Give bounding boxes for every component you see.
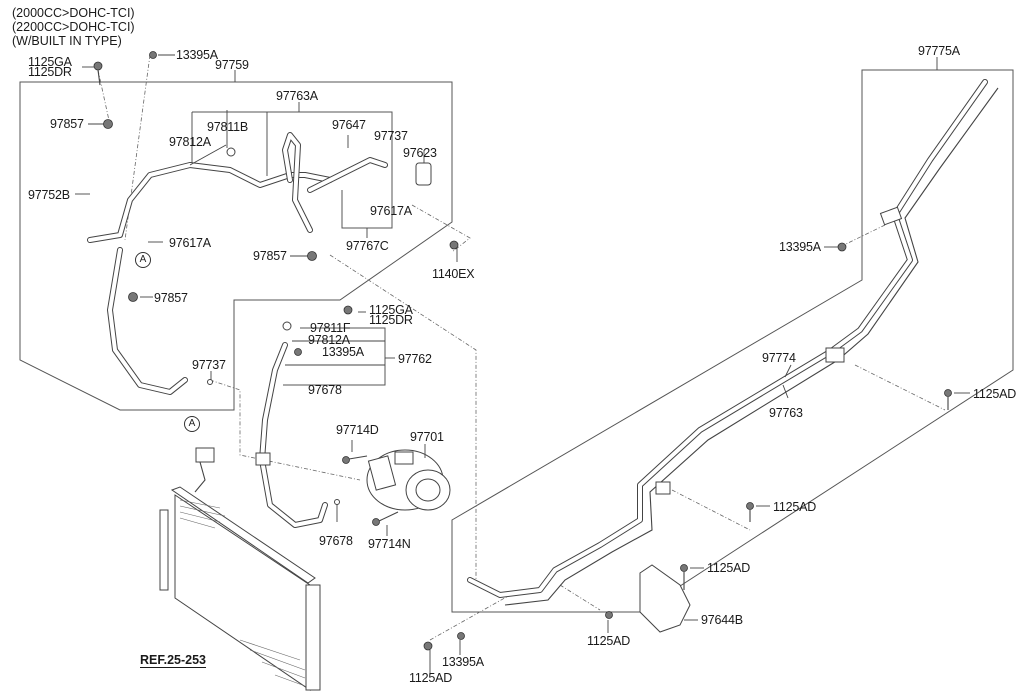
part-label[interactable]: 97737 (374, 129, 408, 143)
part-label[interactable]: 97714N (368, 537, 411, 551)
part-label[interactable]: 13395A (779, 240, 821, 254)
part-label[interactable]: 97812A (308, 333, 350, 347)
part-label[interactable]: 97737 (192, 358, 226, 372)
part-label[interactable]: 1125DR (28, 65, 72, 79)
hose-vertical-inner (283, 133, 312, 232)
pipe-long-outer (467, 79, 988, 598)
guide-9 (559, 584, 601, 611)
part-label[interactable]: 97644B (701, 613, 743, 627)
part-label[interactable]: 97752B (28, 188, 70, 202)
reference-link[interactable]: REF.25-253 (140, 653, 207, 667)
part-label[interactable]: 97763A (276, 89, 318, 103)
part-label[interactable]: 97623 (403, 146, 437, 160)
engine-note-1: (2000CC>DOHC-TCI) (12, 6, 135, 20)
part-label[interactable]: 97701 (410, 430, 444, 444)
hose-right-inner (308, 158, 387, 192)
part-label[interactable]: 1125DR (369, 313, 413, 327)
leader-lines (75, 54, 970, 675)
hose-down-inner (108, 248, 187, 394)
pipe-long-second (504, 87, 999, 606)
part-label[interactable]: 1125GA (369, 303, 413, 317)
guide-3 (329, 254, 477, 580)
pipe-bracket-upper (879, 206, 903, 226)
callout-a-upper: A (135, 252, 151, 268)
pipe-bracket-low (655, 481, 671, 495)
part-label[interactable]: 1125AD (773, 500, 817, 514)
part-label[interactable]: 97763 (769, 406, 803, 420)
part-label[interactable]: 97714D (336, 423, 379, 437)
frame-97762 (283, 327, 386, 386)
pipe-bracket-mid (825, 347, 845, 363)
part-label[interactable]: 97762 (398, 352, 432, 366)
frame-97763a (192, 111, 393, 178)
part-label[interactable]: 97857 (253, 249, 287, 263)
part-label[interactable]: 97812A (169, 135, 211, 149)
part-label[interactable]: 97759 (215, 58, 249, 72)
condenser (159, 447, 321, 691)
part-label[interactable]: 97857 (154, 291, 188, 305)
part-label[interactable]: 97775A (918, 44, 960, 58)
part-label[interactable]: 97617A (370, 204, 412, 218)
fasteners (93, 51, 952, 651)
part-label[interactable]: 1125AD (707, 561, 751, 575)
part-label[interactable]: 97767C (346, 239, 389, 253)
callout-a-lower: A (184, 416, 200, 432)
hose-clamp (255, 452, 271, 466)
guide-4 (411, 204, 471, 253)
engine-note-3: (W/BUILT IN TYPE) (12, 34, 122, 48)
hose-down-outer (107, 247, 188, 395)
guide-6 (845, 224, 886, 245)
part-label[interactable]: 1125AD (587, 634, 631, 648)
engine-note-2: (2200CC>DOHC-TCI) (12, 20, 135, 34)
part-label[interactable]: 1125AD (409, 671, 453, 685)
part-label[interactable]: 97678 (308, 383, 342, 397)
guide-5 (209, 379, 361, 481)
part-label[interactable]: 97857 (50, 117, 84, 131)
part-label[interactable]: 13395A (442, 655, 484, 669)
part-label[interactable]: 97647 (332, 118, 366, 132)
guide-2 (97, 69, 111, 126)
heat-shield-97644b (639, 564, 691, 633)
receiver-97623 (415, 162, 432, 186)
compressor-97701 (366, 449, 451, 511)
frame-97767c (341, 178, 393, 229)
hose-mid-inner (260, 343, 327, 527)
part-label[interactable]: 1140EX (432, 267, 475, 281)
guide-8 (671, 489, 751, 531)
part-label[interactable]: 1125GA (28, 55, 72, 69)
part-label[interactable]: 13395A (176, 48, 218, 62)
part-label[interactable]: 97774 (762, 351, 796, 365)
part-label[interactable]: 97811F (310, 321, 351, 335)
frame-97759 (19, 81, 453, 411)
hose-mid-outer (259, 342, 328, 528)
pipe-long-inner (468, 80, 987, 597)
part-label[interactable]: 97811B (207, 120, 248, 134)
frame-97775a (451, 69, 1014, 613)
part-label[interactable]: 13395A (322, 345, 364, 359)
guide-10 (429, 594, 511, 641)
part-label[interactable]: 97678 (319, 534, 353, 548)
part-label[interactable]: 97617A (169, 236, 211, 250)
guide-7 (854, 364, 946, 411)
part-label[interactable]: 1125AD (973, 387, 1017, 401)
